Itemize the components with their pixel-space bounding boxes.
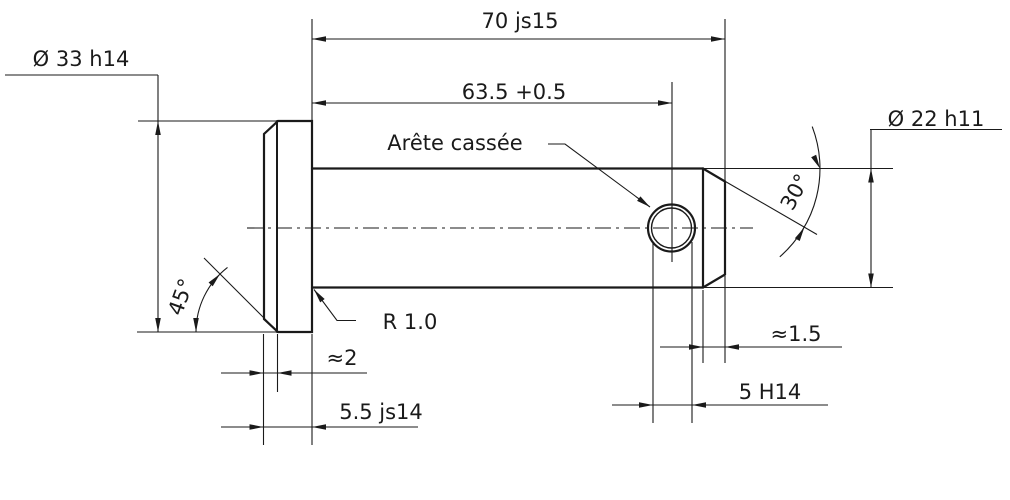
dimension-linework xyxy=(5,19,1002,445)
arrowhead xyxy=(249,424,264,430)
angle-30-arc xyxy=(779,126,821,258)
arrowhead xyxy=(637,196,650,207)
arrowhead xyxy=(193,318,199,332)
dim-shank-diameter-label: Ø 22 h11 xyxy=(888,107,985,131)
arrowhead xyxy=(312,424,326,430)
arrowhead xyxy=(794,227,805,242)
arrowhead xyxy=(249,370,264,376)
arrowhead xyxy=(155,121,161,135)
arrowhead xyxy=(692,402,706,408)
dim-hole-position-label: 63.5 +0.5 xyxy=(462,80,566,104)
arrowhead xyxy=(314,289,325,303)
arrowhead xyxy=(312,100,326,106)
arrowhead xyxy=(689,344,703,350)
angle-45-reference-line xyxy=(203,257,279,333)
note-broken-edge-label: Arête cassée xyxy=(387,131,522,155)
end-chamfer-bottom-edge xyxy=(701,273,727,289)
arrowheads xyxy=(155,36,874,430)
arrowhead xyxy=(277,370,292,376)
dim-fillet-radius-label: R 1.0 xyxy=(383,310,438,334)
dim-head-diameter-label: Ø 33 h14 xyxy=(33,47,130,71)
leader-broken-edge xyxy=(548,143,651,208)
dim-total-length-label: 70 js15 xyxy=(482,9,559,33)
arrowhead xyxy=(312,36,326,42)
dim-end-chamfer-length-label: ≈1.5 xyxy=(771,322,822,346)
dim-head-thickness-label: 5.5 js14 xyxy=(339,400,423,424)
arrowhead xyxy=(658,100,672,106)
arrowhead xyxy=(639,402,653,408)
arrowhead xyxy=(811,154,820,169)
arrowhead xyxy=(725,344,739,350)
arrowhead xyxy=(155,318,161,332)
dim-hole-diameter-label: 5 H14 xyxy=(739,380,802,404)
dim-end-chamfer-angle-label: 30° xyxy=(776,170,815,214)
arrowhead xyxy=(208,274,220,287)
angle-30-reference-line xyxy=(702,168,818,235)
dimension-texts: Ø 33 h14 70 js15 63.5 +0.5 Arête cassée … xyxy=(33,9,985,424)
dim-head-chamfer-angle-label: 45° xyxy=(163,275,198,318)
arrowhead xyxy=(868,273,874,288)
arrowhead xyxy=(711,36,725,42)
pin-head-outline xyxy=(262,119,314,334)
arrowhead xyxy=(868,168,874,183)
leader-fillet-radius xyxy=(313,289,356,322)
dim-head-chamfer-width-label: ≈2 xyxy=(327,346,358,370)
